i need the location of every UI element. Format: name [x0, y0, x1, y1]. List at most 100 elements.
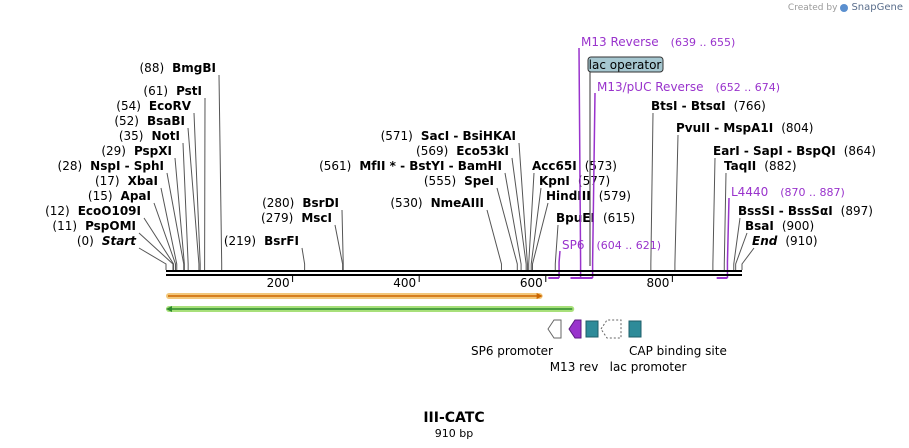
site-position: (88) [140, 61, 165, 75]
primer-leader-line [578, 47, 582, 278]
restriction-site-label: HindIII (579) [546, 189, 631, 203]
site-position: (573) [585, 159, 617, 173]
site-name: BsrFI [264, 234, 299, 248]
site-position: (766) [734, 99, 766, 113]
site-position: (910) [785, 234, 817, 248]
site-name: End [752, 234, 778, 248]
restriction-site-label: (29)PspXI [101, 144, 172, 158]
site-position: (530) [390, 196, 422, 210]
restriction-site-label: KpnI(577) [539, 174, 610, 188]
site-position: (28) [58, 159, 83, 173]
site-leader-line [160, 187, 178, 270]
site-leader-line [218, 74, 223, 270]
site-leader-line [528, 172, 535, 270]
site-lines [138, 74, 755, 270]
ruler-tick-label: 800 [646, 276, 669, 290]
site-name: EcoO109I [78, 204, 141, 218]
site-name: PvuII - MspA1I [676, 121, 773, 135]
site-name: ApaI [121, 189, 151, 203]
site-name: SpeI [464, 174, 494, 188]
site-position: (882) [764, 159, 796, 173]
restriction-site-label: BtsI - BtsαI(766) [651, 99, 766, 113]
primer-label: M13/pUC Reverse (652 .. 674) [597, 80, 780, 94]
site-position: (17) [95, 174, 120, 188]
primer-name: SP6 [562, 238, 585, 252]
m13-rev-arrow-icon [568, 319, 582, 339]
site-name: Start [102, 234, 137, 248]
primer-range: (870 .. 887) [780, 186, 845, 199]
site-leader-line [138, 232, 174, 270]
ruler-tick-label: 400 [393, 276, 416, 290]
restriction-site-label: (561) MfII * - BstYI - BamHI [319, 159, 502, 173]
restriction-site-label: EarI - SapI - BspQI(864) [713, 144, 876, 158]
primers: M13 Reverse (639 .. 655) M13/pUC Reverse (6… [548, 35, 845, 279]
sp6-promoter-arrow-icon [547, 319, 562, 339]
site-leader-line [712, 157, 716, 270]
site-position: (561) [319, 159, 351, 173]
restriction-site-label: (219) BsrFI [224, 234, 299, 248]
lac-promoter-arrow-icon [600, 319, 622, 339]
restriction-site-label: (279)MscI [261, 211, 332, 225]
site-name: Acc65I [532, 159, 577, 173]
site-position: (219) [224, 234, 256, 248]
site-position: (804) [781, 121, 813, 135]
primer-name: M13/pUC Reverse [597, 80, 704, 94]
site-name: BmgBI [172, 61, 216, 75]
site-leader-line [138, 247, 167, 270]
site-leader-line [341, 209, 344, 270]
restriction-site-label: (280)BsrDI [262, 196, 339, 210]
site-position: (900) [782, 219, 814, 233]
restriction-site-label: (571)SacI - BsiHKAI [381, 129, 516, 143]
restriction-site-label: (569)Eco53kI [416, 144, 509, 158]
site-position: (897) [841, 204, 873, 218]
site-position: (579) [599, 189, 631, 203]
lac-operator-box [585, 320, 599, 338]
site-name: HindIII [546, 189, 591, 203]
backbone-bottom-strand [166, 274, 742, 276]
orf-reverse-arrow-icon [166, 306, 172, 312]
site-leader-line [741, 247, 755, 270]
site-leader-line [153, 202, 176, 270]
site-name: BsaI [745, 219, 774, 233]
site-leader-line [554, 224, 559, 270]
site-name: EcoRV [149, 99, 192, 113]
backbone-top-strand [166, 270, 742, 272]
site-name: XbaI [128, 174, 158, 188]
restriction-site-label: (52) BsaBI [114, 114, 185, 128]
restriction-site-label: (555) SpeI [424, 174, 494, 188]
site-name: EarI - SapI - BspQI [713, 144, 836, 158]
site-leader-line [187, 127, 200, 270]
primer-range: (639 .. 655) [671, 36, 736, 49]
restriction-site-label: (88) BmgBI [140, 61, 217, 75]
restriction-site-label: (17) XbaI [95, 174, 158, 188]
site-leader-line [143, 217, 175, 270]
site-name: KpnI [539, 174, 570, 188]
site-position: (280) [262, 196, 294, 210]
site-name: PstI [176, 84, 202, 98]
site-leader-line [518, 142, 528, 270]
primer-range: (604 .. 621) [597, 239, 662, 252]
site-leader-line [530, 187, 542, 270]
site-name: BsaBI [147, 114, 185, 128]
site-leader-line [650, 112, 654, 270]
site-name: PspOMI [85, 219, 136, 233]
primer-name: M13 Reverse [581, 35, 659, 49]
cap-binding-site-box [628, 320, 642, 338]
restriction-site-label: (54)EcoRV [116, 99, 191, 113]
restriction-site-label: (15)ApaI [88, 189, 151, 203]
site-leader-line [166, 172, 185, 270]
primer-range: (652 .. 674) [716, 81, 781, 94]
site-position: (555) [424, 174, 456, 188]
primer-leader-line [591, 92, 596, 278]
site-name: NotI [152, 129, 181, 143]
ruler-tick-label: 600 [520, 276, 543, 290]
site-name: BpuEI [556, 211, 595, 225]
site-name: MfII * - BstYI - BamHI [359, 159, 502, 173]
map-title: III-CATC [423, 410, 484, 426]
restriction-site-label: (12)EcoO109I [45, 204, 141, 218]
site-position: (52) [114, 114, 139, 128]
site-position: (279) [261, 211, 293, 225]
feature-label: CAP binding site [629, 344, 727, 358]
restriction-site-label: (35)NotI [119, 129, 180, 143]
